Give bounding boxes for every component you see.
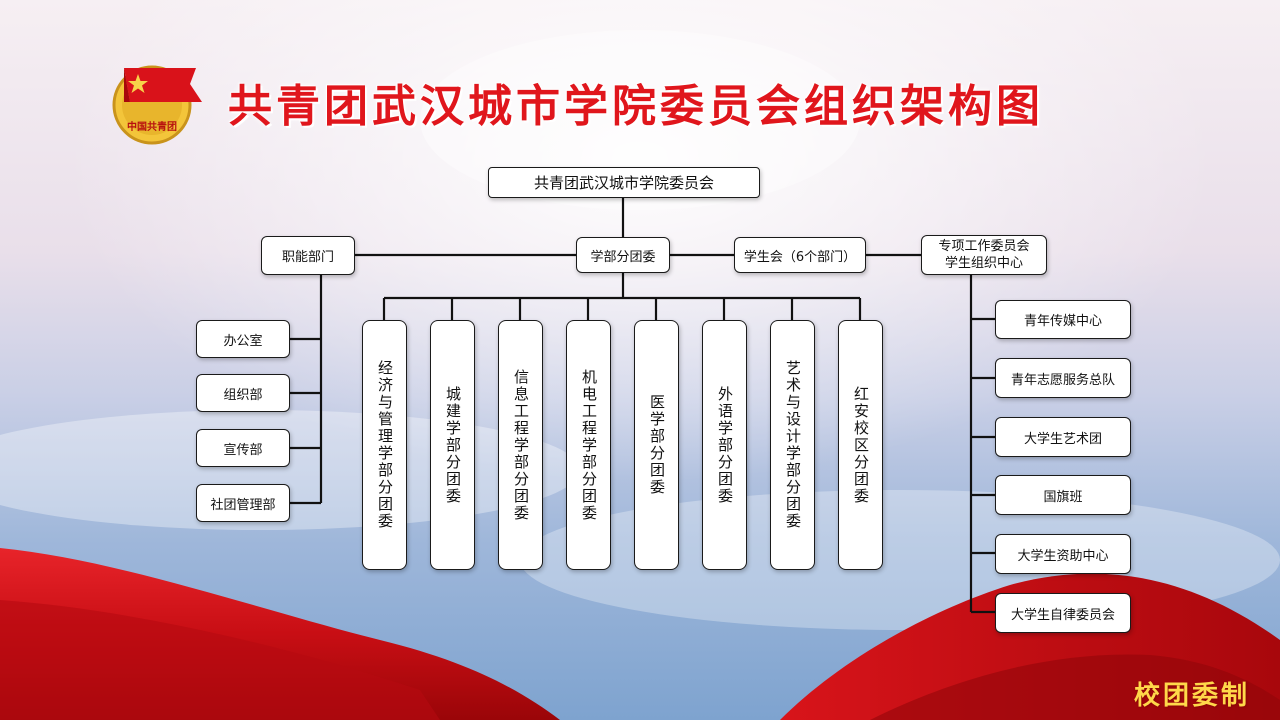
dept-node: 宣传部	[196, 429, 290, 467]
special-unit-node: 国旗班	[995, 475, 1131, 515]
dept-node: 社团管理部	[196, 484, 290, 522]
faculty-node: 城建学部分团委	[430, 320, 475, 570]
page-title: 共青团武汉城市学院委员会组织架构图	[228, 81, 1044, 132]
faculty-label: 经济与管理学部分团委	[376, 360, 394, 530]
node-functional-departments: 职能部门	[261, 236, 355, 275]
special-unit-node: 青年传媒中心	[995, 300, 1131, 339]
faculty-label: 机电工程学部分团委	[580, 368, 598, 522]
faculty-node: 经济与管理学部分团委	[362, 320, 407, 570]
faculty-label: 信息工程学部分团委	[512, 368, 530, 522]
faculty-label: 医学部分团委	[648, 394, 666, 496]
special-unit-node: 大学生艺术团	[995, 417, 1131, 457]
faculty-node: 红安校区分团委	[838, 320, 883, 570]
faculty-node: 机电工程学部分团委	[566, 320, 611, 570]
special-unit-node: 大学生自律委员会	[995, 593, 1131, 633]
faculty-label: 红安校区分团委	[852, 385, 870, 505]
node-student-union: 学生会（6个部门）	[734, 237, 866, 273]
faculty-node: 医学部分团委	[634, 320, 679, 570]
special-unit-node: 大学生资助中心	[995, 534, 1131, 574]
faculty-label: 外语学部分团委	[716, 385, 734, 505]
faculty-node: 艺术与设计学部分团委	[770, 320, 815, 570]
special-committee-line1: 专项工作委员会	[938, 239, 1030, 254]
special-committee-line2: 学生组织中心	[944, 256, 1023, 271]
dept-node: 办公室	[196, 320, 290, 358]
node-faculty-committees: 学部分团委	[576, 237, 670, 273]
node-special-committee: 专项工作委员会 学生组织中心	[921, 235, 1047, 275]
faculty-node: 信息工程学部分团委	[498, 320, 543, 570]
dept-node: 组织部	[196, 374, 290, 412]
emblem-text: 中国共青团	[127, 120, 177, 133]
footer-credit: 校团委制	[1133, 681, 1250, 711]
faculty-label: 城建学部分团委	[444, 385, 462, 505]
youth-league-emblem: 中国共青团	[112, 65, 202, 145]
faculty-node: 外语学部分团委	[702, 320, 747, 570]
faculty-label: 艺术与设计学部分团委	[784, 360, 802, 530]
root-node: 共青团武汉城市学院委员会	[488, 167, 760, 198]
special-unit-node: 青年志愿服务总队	[995, 358, 1131, 398]
